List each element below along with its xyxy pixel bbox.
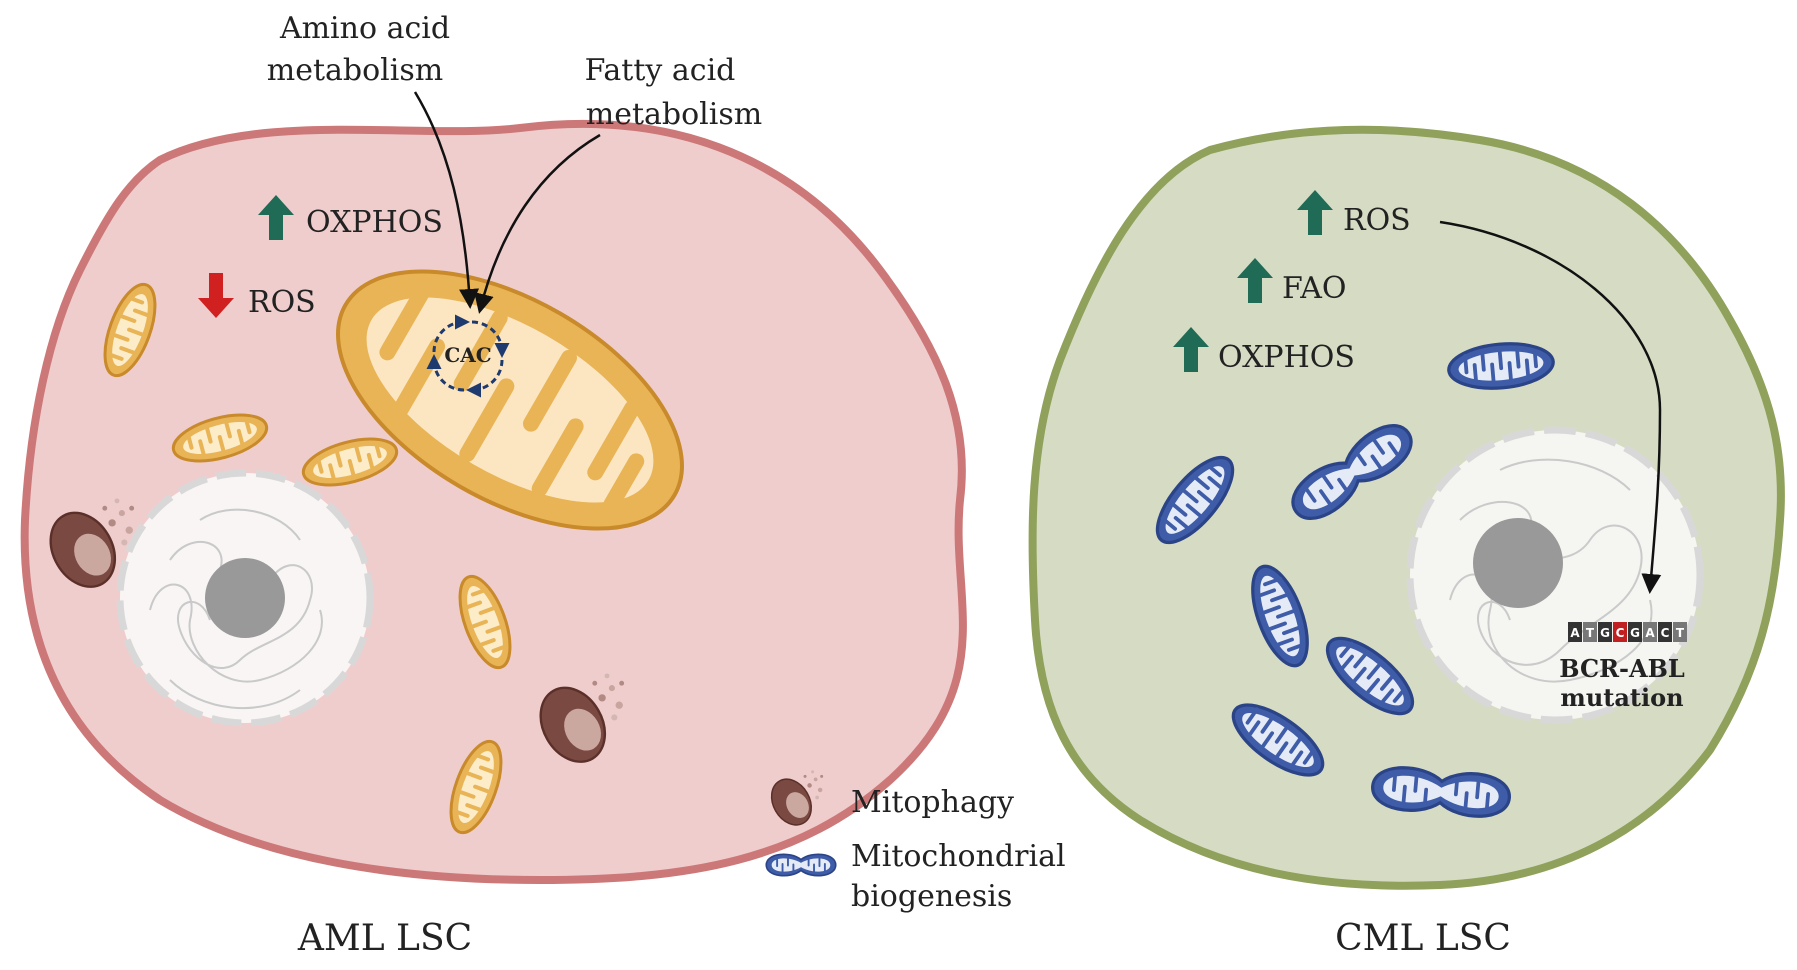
dna-base-letter: G xyxy=(1600,626,1610,640)
dna-base-letter: A xyxy=(1570,626,1580,640)
dna-base-box xyxy=(1673,622,1687,642)
legend-biogenesis-label-line2: biogenesis xyxy=(851,879,1012,914)
dna-base-letter: T xyxy=(1586,626,1595,640)
cml-oxphos-label: OXPHOS xyxy=(1218,340,1355,375)
mutation-label-line1: BCR-ABL xyxy=(1559,654,1685,683)
dna-base-letter: A xyxy=(1645,626,1655,640)
fatty-acid-arrow xyxy=(474,133,601,314)
dna-base-letter: C xyxy=(1616,626,1625,640)
dna-base-box xyxy=(1628,622,1642,642)
up-arrow-icon xyxy=(1173,327,1209,372)
dna-base-box xyxy=(1658,622,1672,642)
legend-mitophagy-label: Mitophagy xyxy=(851,785,1014,820)
dna-base-box xyxy=(1613,622,1627,642)
aml-ros-label: ROS xyxy=(248,285,316,320)
fatty-acid-label-line2: metabolism xyxy=(586,97,762,132)
fatty-acid-label-line1: Fatty acid xyxy=(585,53,736,88)
cml-nucleolus xyxy=(1473,518,1563,608)
aml-ros-indicator: ROS xyxy=(198,273,316,320)
cml-fao-label: FAO xyxy=(1282,271,1346,306)
up-arrow-icon xyxy=(1237,258,1273,303)
dna-base-letter: C xyxy=(1661,626,1670,640)
aml-oxphos-indicator: OXPHOS xyxy=(258,195,443,240)
legend: Mitophagy Mitochondrial biogenesis xyxy=(765,769,1066,914)
cml-cell-title: CML LSC xyxy=(1335,918,1511,959)
aml-cell-title: AML LSC xyxy=(297,918,472,959)
down-arrow-icon xyxy=(198,273,234,318)
cml-ros-label: ROS xyxy=(1343,203,1411,238)
dna-base-box xyxy=(1643,622,1657,642)
aml-large-mitochondrion xyxy=(336,269,684,531)
cml-fao-indicator: FAO xyxy=(1237,258,1346,306)
aml-oxphos-label: OXPHOS xyxy=(306,205,443,240)
aml-cell: CAC OXPHOS ROS Amino acid metabolism Fat… xyxy=(20,11,967,959)
cac-cycle: CAC xyxy=(426,314,510,398)
legend-biogenesis-label-line1: Mitochondrial xyxy=(851,839,1066,874)
aml-nucleolus xyxy=(205,558,285,638)
dna-base-box xyxy=(1583,622,1597,642)
amino-acid-label-line1: Amino acid xyxy=(279,11,450,46)
cac-label: CAC xyxy=(444,343,491,367)
amino-acid-label-line2: metabolism xyxy=(267,53,443,88)
up-arrow-icon xyxy=(1297,190,1333,235)
dna-base-box xyxy=(1598,622,1612,642)
dna-base-box xyxy=(1568,622,1582,642)
amino-acid-arrow xyxy=(413,91,480,309)
cml-nucleus xyxy=(1406,426,1704,724)
cml-ros-indicator: ROS xyxy=(1297,190,1411,238)
mutation-label-line2: mutation xyxy=(1560,683,1683,712)
ros-to-mutation-arrow xyxy=(1439,220,1662,594)
aml-nucleus xyxy=(116,469,374,727)
cml-oxphos-indicator: OXPHOS xyxy=(1173,327,1355,375)
up-arrow-icon xyxy=(258,195,294,240)
dna-base-letter: G xyxy=(1630,626,1640,640)
biogenesis-legend-icon xyxy=(765,853,837,877)
dna-base-letter: T xyxy=(1676,626,1685,640)
